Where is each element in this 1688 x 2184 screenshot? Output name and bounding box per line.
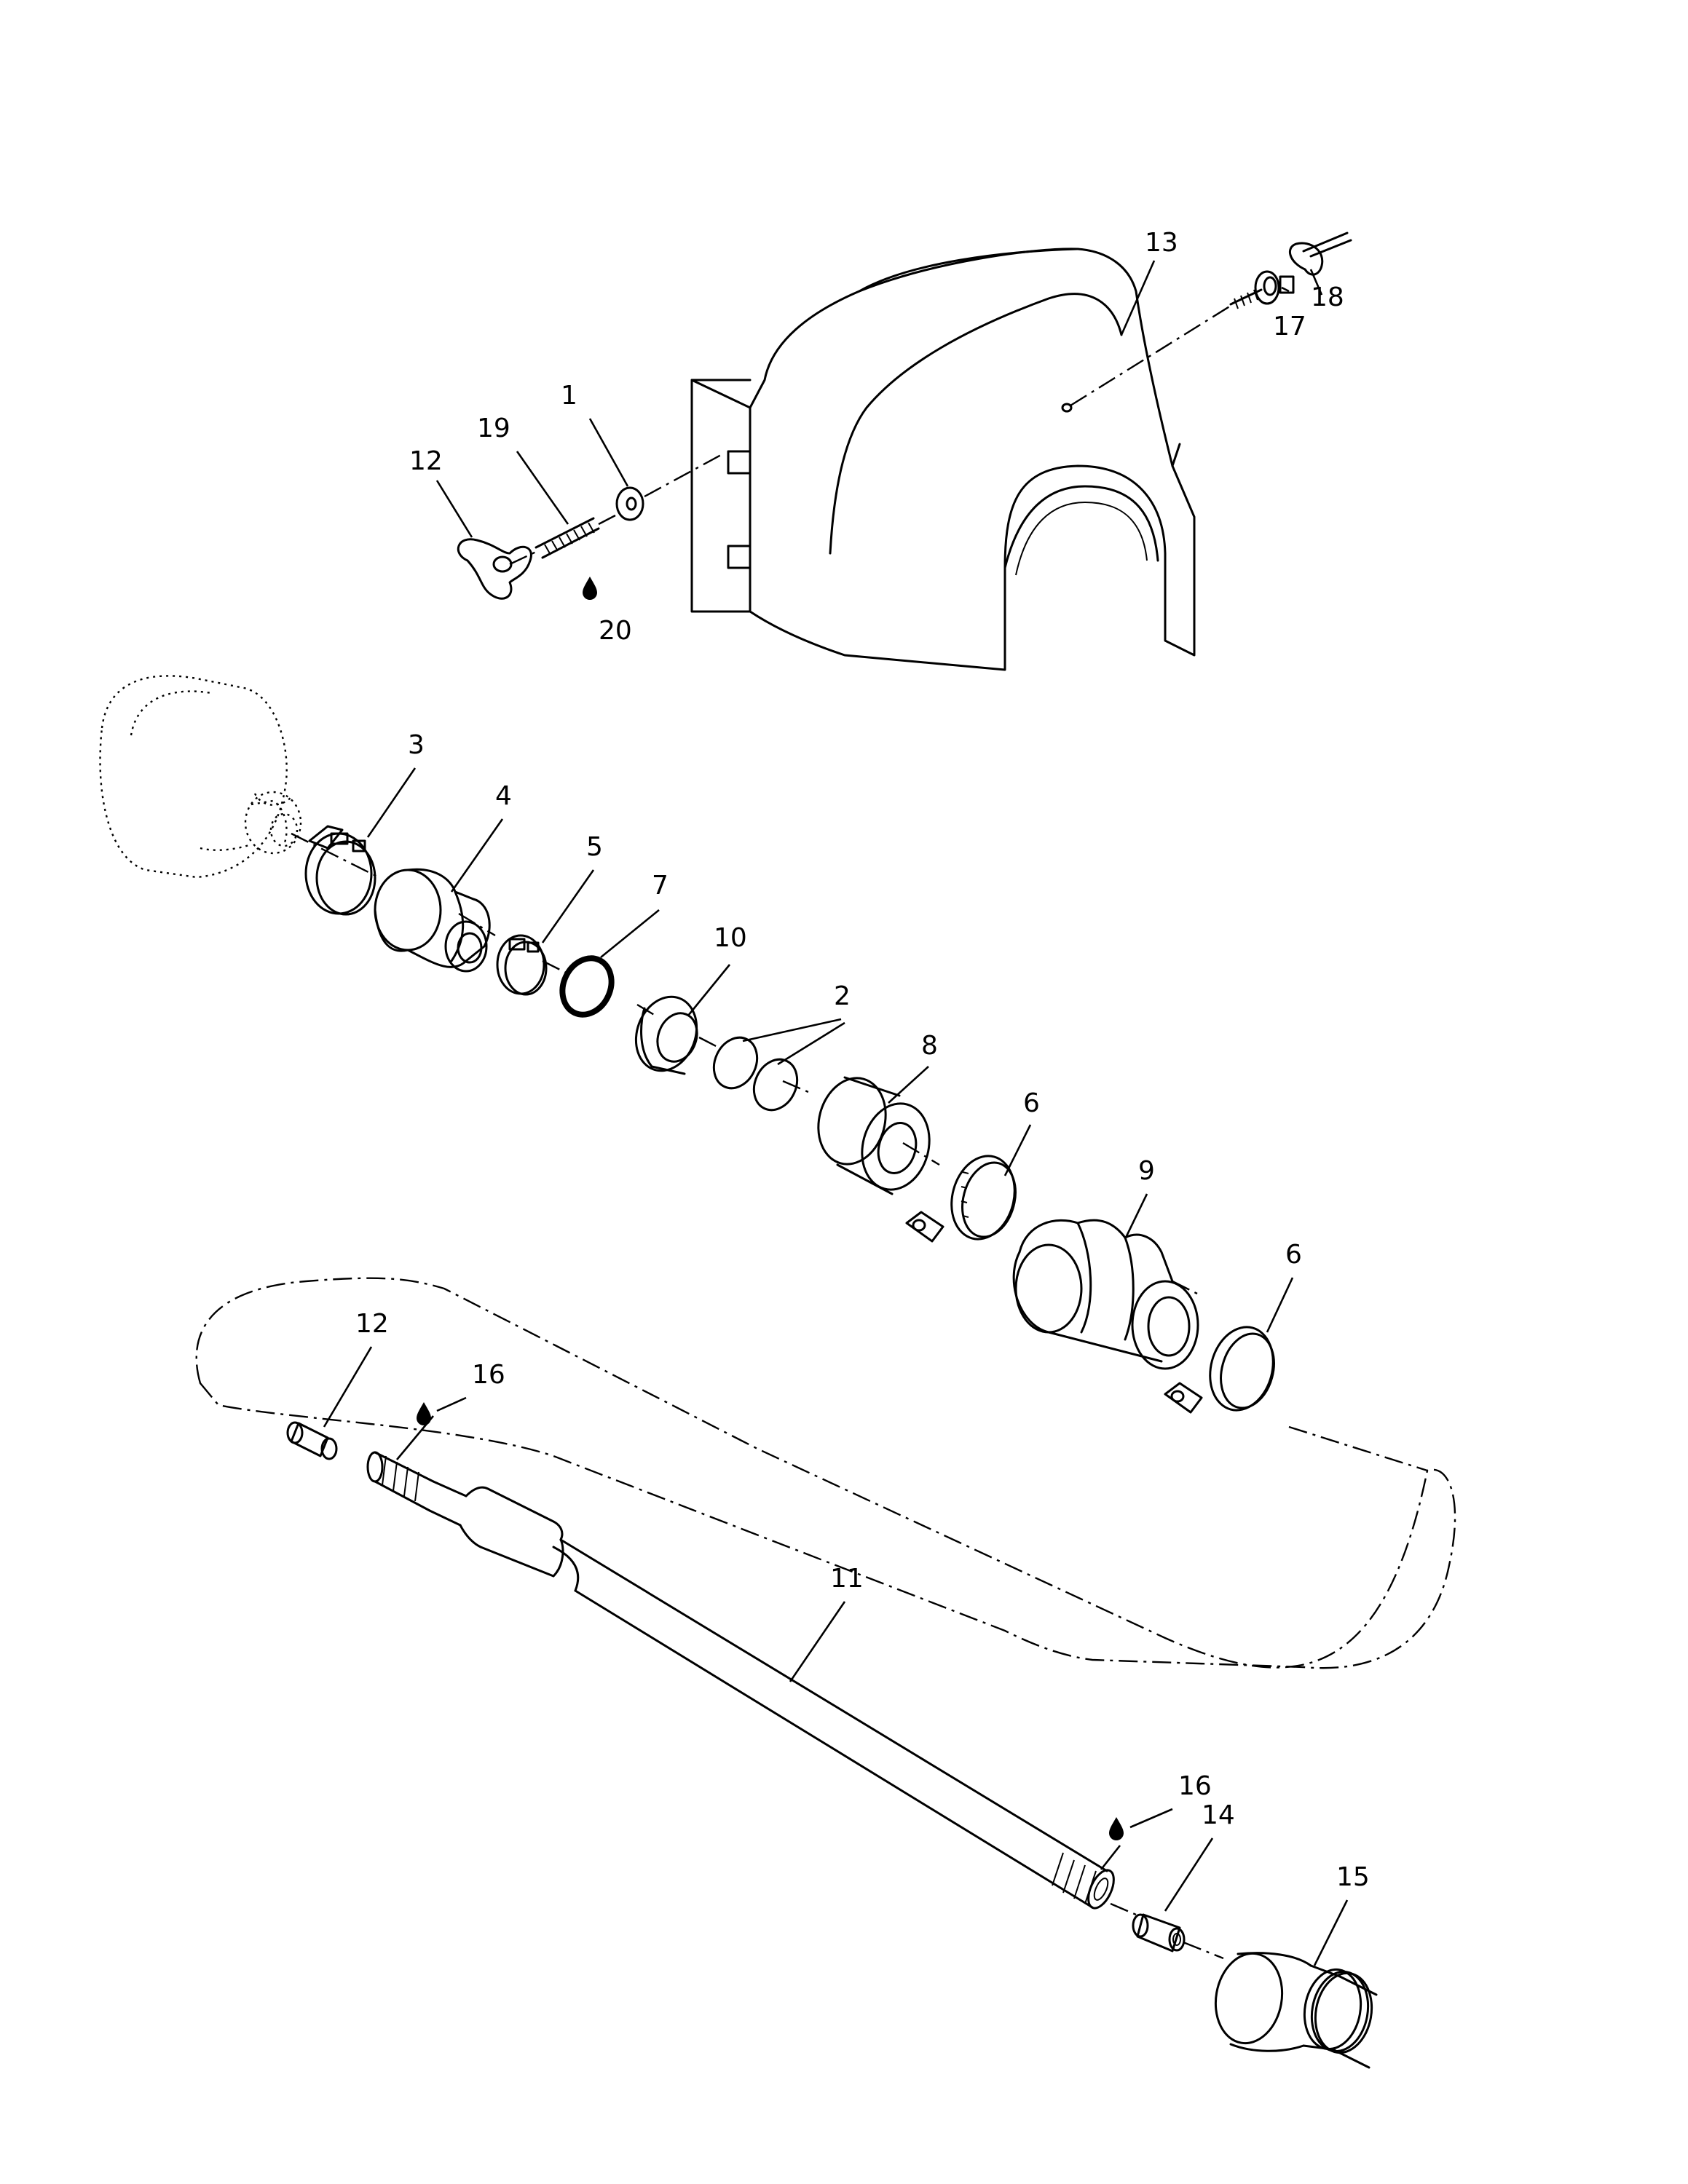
- callout-labels: 13 17 18 1 19 12 20 3 4 5 7 10 2 8 6 9 6…: [355, 228, 1370, 1892]
- screw: [1229, 270, 1295, 309]
- crimp-clamp: [304, 825, 376, 916]
- callout-17: 17: [1273, 312, 1306, 341]
- callout-2: 2: [834, 981, 851, 1011]
- plug-bushing: [286, 1421, 338, 1460]
- guard-cover: [690, 248, 1196, 671]
- callout-15: 13: [1145, 228, 1178, 258]
- callout-1: 1: [561, 381, 577, 411]
- leader-lines: [323, 260, 1349, 1966]
- drive-pulley-phantom: [99, 675, 302, 879]
- callout-8: 8: [921, 1031, 938, 1061]
- hose-clamp-lower: [1164, 1326, 1275, 1414]
- callout-6-upper: 6: [1023, 1088, 1040, 1118]
- flat-washer: [615, 486, 644, 521]
- wing-nut: [457, 538, 532, 600]
- callout-5: 5: [586, 832, 603, 862]
- plug-bushing-lower: [1132, 1913, 1186, 1952]
- spacer-sleeve: [817, 1076, 931, 1195]
- shaft-coupler: [1214, 1952, 1378, 2069]
- threaded-stud: [535, 517, 600, 559]
- callout-16-lower: 16: [1178, 1771, 1212, 1801]
- callout-6-lower: 6: [1285, 1240, 1302, 1270]
- callout-12-upper: 12: [355, 1309, 389, 1339]
- coupler-sleeve: [374, 868, 491, 973]
- drive-shaft: [366, 1451, 1115, 1910]
- hose-clamp: [905, 1155, 1017, 1243]
- callout-18: 18: [1311, 282, 1344, 312]
- callout-9: 9: [1138, 1156, 1155, 1186]
- assembly-outline: [195, 1277, 1456, 1669]
- bellows-boot: [1012, 1219, 1199, 1370]
- callout-14: 15: [1336, 1862, 1370, 1892]
- o-ring-heavy: [559, 955, 615, 1018]
- oil-drop-icon: [583, 577, 597, 600]
- crimp-clamp-small: [496, 934, 548, 996]
- callout-3: 3: [408, 730, 425, 760]
- callout-12-lower: 14: [1202, 1800, 1235, 1830]
- callout-13: 12: [409, 446, 443, 476]
- callout-4: 4: [495, 781, 512, 811]
- flanged-bushing: [634, 995, 698, 1075]
- retaining-clip: [1288, 232, 1352, 276]
- callout-7: 7: [652, 871, 669, 901]
- callout-20: 20: [599, 616, 632, 646]
- callout-10: 10: [714, 923, 747, 953]
- callout-11: 11: [830, 1564, 864, 1594]
- oil-drop-icon: [1109, 1817, 1124, 1840]
- callout-19: 19: [477, 414, 510, 443]
- callout-16-upper: 16: [472, 1360, 505, 1390]
- o-rings-pair: [712, 1036, 799, 1112]
